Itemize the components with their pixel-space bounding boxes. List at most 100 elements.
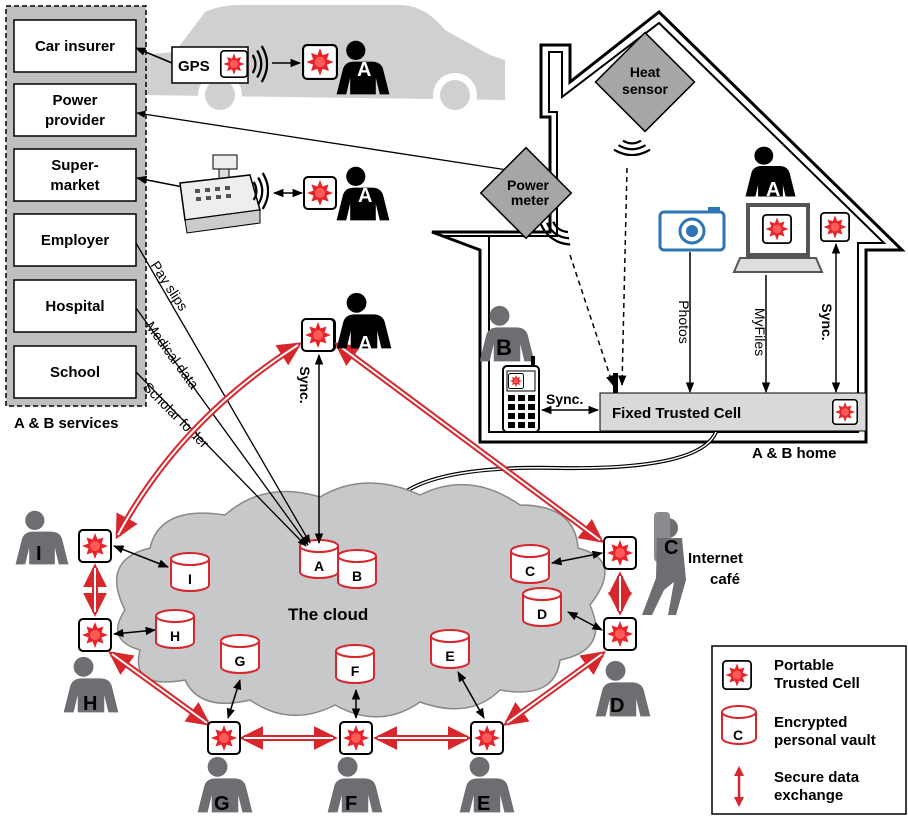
person-letter: G [214,793,230,815]
vault-letter: A [314,558,324,574]
power-meter-label-1: Power [507,177,550,193]
person-letter: F [345,793,357,815]
service-box-2: Super-market [13,148,137,202]
power-meter-label-2: meter [511,192,550,208]
service-box-4: Hospital [13,279,137,333]
internet-cafe-label-1: Internet [688,550,743,567]
sync-right-label: Sync. [819,303,835,340]
portable-cell-icon [603,536,637,570]
scholar-folder-label: Scholar folder [140,379,213,452]
service-label: Employer [41,232,110,249]
vault-h: H [155,609,195,649]
person-letter: H [83,693,97,715]
cloud-label: The cloud [288,605,368,624]
cell-vault-link [567,611,603,631]
legend-exchange-1: Secure data [774,769,860,786]
portable-cell-icon [303,176,337,210]
vault-letter: E [445,648,454,664]
service-label: School [50,364,100,381]
person-letter: A [358,185,372,207]
legend-vault-2: personal vault [774,732,876,749]
person-letter: I [36,543,42,565]
vault-letter: F [351,663,360,679]
internet-cafe-label-2: café [710,571,740,588]
service-box-0: Car insurer [13,19,137,73]
vault-letter: H [170,628,180,644]
portable-cell-icon [820,212,850,242]
person-letter: C [664,537,678,559]
phone-icon [502,356,540,433]
vault-letter: I [188,571,192,587]
legend-portable-2: Trusted Cell [774,675,860,692]
fixed-cell-label: Fixed Trusted Cell [612,405,741,422]
legend-cell-icon [722,660,752,690]
legend-vault-icon: C [721,705,757,745]
service-label: market [50,177,99,194]
services-group-label: A & B services [14,415,119,432]
cell-vault-link [112,626,157,638]
heat-sensor-label-2: sensor [622,81,668,97]
portable-cell-icon [762,214,792,244]
pay-slips-label: Pay slips [147,258,191,314]
heat-sensor: Heat sensor [594,31,696,133]
legend: Portable Trusted Cell C Encrypted person… [711,645,907,815]
person-letter: A [357,59,371,81]
person-letter: B [496,335,512,360]
cash-register-icon [179,154,261,234]
portable-cell-icon [78,529,112,563]
portable-cell-icon [339,721,373,755]
vault-g: G [220,634,260,674]
cell-vault-link [550,550,604,566]
portable-cell-icon [470,721,504,755]
person-letter: A [766,179,780,201]
person-letter: A [358,333,372,355]
fixed-trusted-cell: Fixed Trusted Cell [599,392,867,432]
cell-vault-link [457,671,485,719]
gps-label: GPS [178,58,210,75]
legend-portable-1: Portable [774,657,834,674]
legend-vault-letter: C [733,727,743,743]
portable-cell-icon [207,721,241,755]
portable-cell-icon [78,618,112,652]
vault-letter: C [525,563,535,579]
vault-i: I [170,552,210,592]
sync-center-label: Sync. [297,366,313,403]
service-label: Car insurer [35,38,115,55]
portable-cell-icon [301,318,335,352]
portable-cell-icon [302,44,338,80]
person-letter: D [610,695,624,717]
person-c-icon [642,512,686,615]
home-label: A & B home [752,445,836,462]
meter-to-power-arrow [136,110,541,176]
service-label: provider [45,112,105,129]
cell-vault-link [113,545,169,568]
gps-to-insurer-arrow [135,47,173,64]
vault-letter: D [537,606,547,622]
service-box-3: Employer [13,213,137,267]
person-i-icon [15,510,69,565]
service-box-5: School [13,345,137,399]
service-label: Hospital [45,298,104,315]
portable-cell-icon [603,617,637,651]
service-label: Power [52,92,97,109]
vault-letter: G [235,653,246,669]
heat-sensor-label-1: Heat [630,64,661,80]
legend-vault-1: Encrypted [774,714,847,731]
camera-icon [658,207,726,252]
photos-label: Photos [676,300,692,344]
vault-f: F [335,644,375,684]
legend-exchange-2: exchange [774,787,843,804]
service-label: Super- [51,157,99,174]
vault-b: B [337,549,377,589]
register-to-market-arrow [135,175,189,189]
gps-device: GPS [171,46,249,84]
myfiles-label: MyFiles [752,308,768,356]
cell-vault-link [226,678,242,720]
vault-d: D [522,587,562,627]
vault-c: C [510,544,550,584]
person-letter: E [477,793,490,815]
service-box-1: Power provider [13,83,137,137]
sync-phone-label: Sync. [546,391,583,407]
